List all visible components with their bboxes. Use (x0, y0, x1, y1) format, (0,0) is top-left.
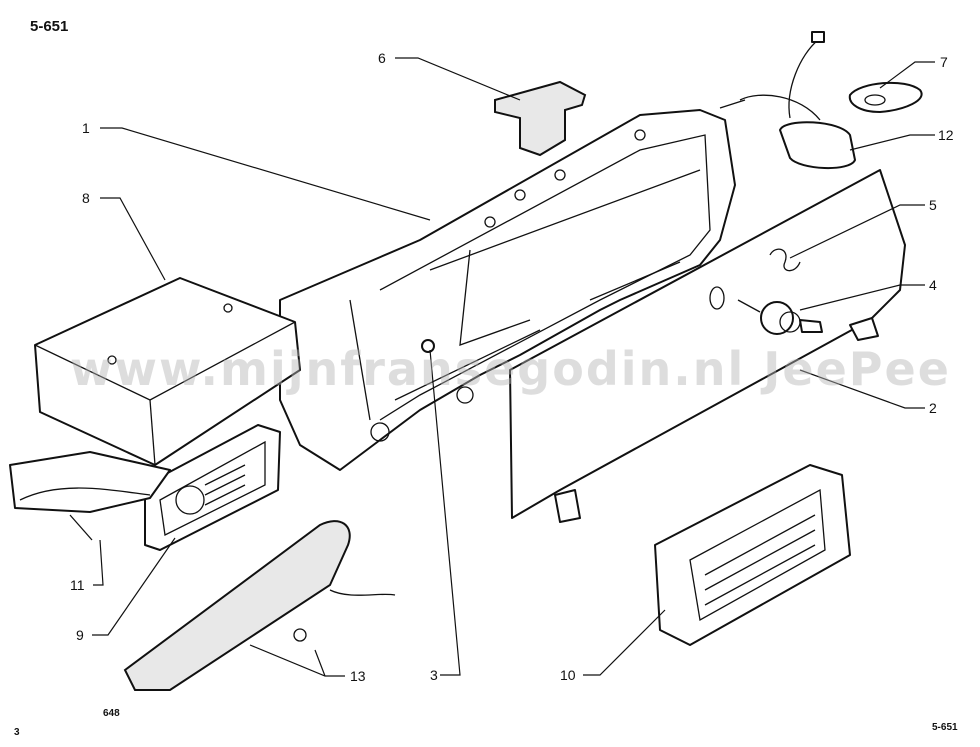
callout-11: 11 (70, 577, 85, 593)
callout-3: 3 (430, 667, 438, 683)
footer-left-number: 3 (14, 727, 20, 738)
part-1-dashboard-shell (279, 109, 736, 471)
part-3-clip (421, 339, 435, 353)
callout-2: 2 (929, 400, 937, 416)
part-13-arm-pad (123, 520, 396, 691)
callout-6: 6 (378, 50, 386, 66)
leader-lines (92, 57, 935, 677)
part-11-trim-strip (9, 451, 171, 541)
footer-page-code: 5-651 (932, 722, 958, 733)
figure-number: 648 (103, 708, 120, 719)
callout-12: 12 (938, 127, 954, 143)
callout-4: 4 (929, 277, 937, 293)
watermark-text: www.mijnfransegodin.nl JeePee (70, 342, 951, 396)
callout-1: 1 (82, 120, 90, 136)
part-12-lamp-assembly (719, 31, 856, 170)
callout-7: 7 (940, 54, 948, 70)
part-4-lock-cylinder (737, 299, 823, 335)
callout-8: 8 (82, 190, 90, 206)
callout-10: 10 (560, 667, 576, 683)
callout-13: 13 (350, 668, 366, 684)
part-8-storage-box (34, 277, 301, 466)
part-6-bracket (494, 80, 587, 157)
callout-9: 9 (76, 627, 84, 643)
part-10-grille (654, 464, 851, 646)
page-code: 5-651 (30, 18, 69, 35)
part-9-vent-housing (144, 424, 281, 551)
part-2-glovebox-lid (509, 169, 906, 523)
callout-5: 5 (929, 197, 937, 213)
part-5-spring-clip (769, 248, 801, 272)
part-7-lamp-lens (848, 81, 923, 113)
